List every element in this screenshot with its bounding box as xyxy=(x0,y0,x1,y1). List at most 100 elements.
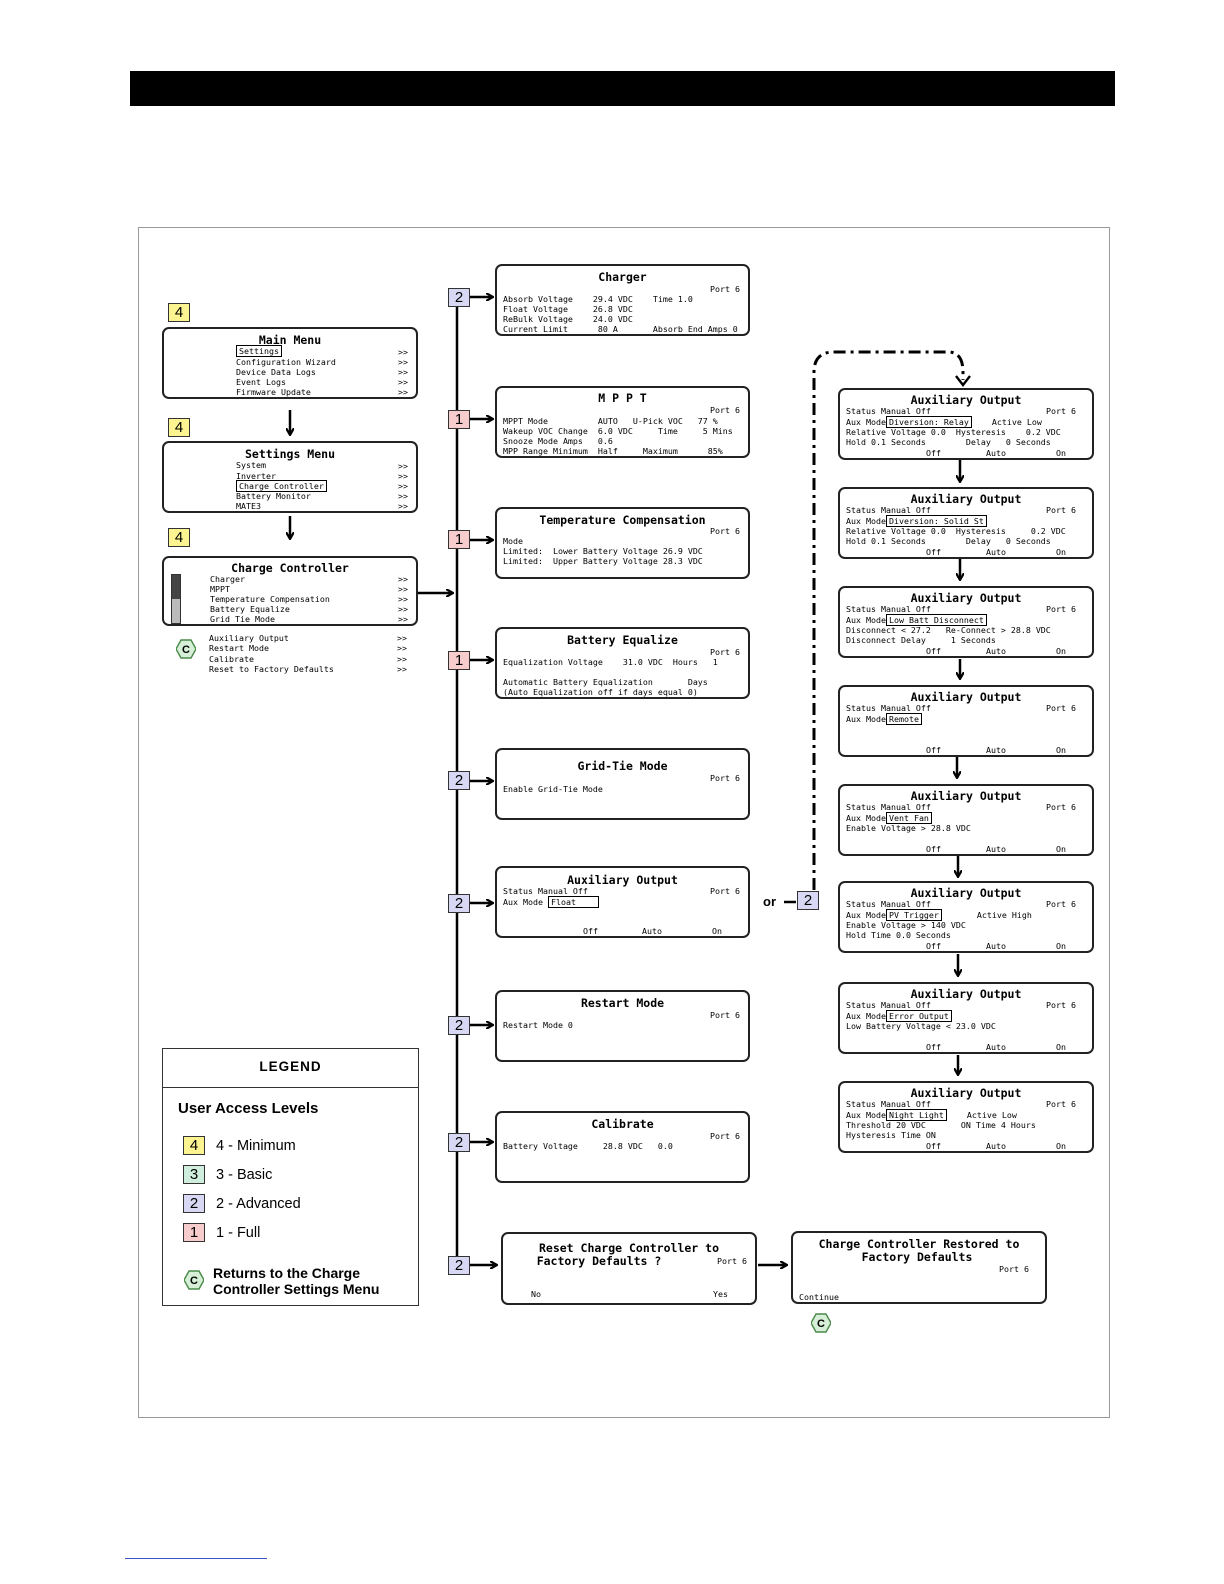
footer-on[interactable]: On xyxy=(1056,1042,1066,1052)
footer-auto[interactable]: Auto xyxy=(986,547,1006,557)
aux-status[interactable]: Status Manual Off xyxy=(846,1099,931,1109)
charger-line[interactable]: Float Voltage 26.8 VDC xyxy=(503,304,633,314)
aux-setting-line[interactable]: Low Battery Voltage < 23.0 VDC xyxy=(846,1021,996,1031)
aux-status[interactable]: Status Manual Off xyxy=(846,505,931,515)
charger-line[interactable]: Absorb Voltage 29.4 VDC Time 1.0 xyxy=(503,294,693,304)
charger-line[interactable]: Current Limit 80 A Absorb End Amps 0 xyxy=(503,324,738,334)
menu-item-reset-factory-defaults[interactable]: Reset to Factory Defaults xyxy=(209,664,334,674)
footer-on[interactable]: On xyxy=(1056,646,1066,656)
footer-on[interactable]: On xyxy=(712,926,722,936)
menu-item-inverter[interactable]: Inverter xyxy=(236,471,276,481)
battery-equalize-line[interactable]: Automatic Battery Equalization Days xyxy=(503,677,708,687)
port-label: Port 6 xyxy=(1046,802,1076,812)
menu-item-charge-controller[interactable]: Charge Controller xyxy=(236,480,327,492)
reset-yes-option[interactable]: Yes xyxy=(713,1289,728,1299)
temp-comp-line[interactable]: Mode xyxy=(503,536,523,546)
aux-setting-line[interactable]: Relative Voltage 0.0 Hysteresis 0.2 VDC xyxy=(846,427,1061,437)
aux-setting-line[interactable]: Hysteresis Time ON xyxy=(846,1130,936,1140)
footer-auto[interactable]: Auto xyxy=(986,1141,1006,1151)
footer-on[interactable]: On xyxy=(1056,547,1066,557)
footer-on[interactable]: On xyxy=(1056,844,1066,854)
aux-status[interactable]: Status Manual Off xyxy=(846,1000,931,1010)
or-label: or xyxy=(763,894,776,909)
footer-off[interactable]: Off xyxy=(926,1042,941,1052)
menu-item-battery-equalize[interactable]: Battery Equalize xyxy=(210,604,290,614)
restart-line[interactable]: Restart Mode 0 xyxy=(503,1020,573,1030)
aux-setting-line[interactable]: Enable Voltage > 140 VDC xyxy=(846,920,966,930)
temp-comp-line[interactable]: Limited: Upper Battery Voltage 28.3 VDC xyxy=(503,556,703,566)
menu-item-grid-tie-mode[interactable]: Grid Tie Mode xyxy=(210,614,275,624)
menu-item-settings[interactable]: Settings xyxy=(236,345,282,357)
menu-item-configuration-wizard[interactable]: Configuration Wizard xyxy=(236,357,336,367)
footer-on[interactable]: On xyxy=(1056,1141,1066,1151)
menu-item-restart-mode[interactable]: Restart Mode xyxy=(209,643,269,653)
footer-auto[interactable]: Auto xyxy=(642,926,662,936)
battery-equalize-line[interactable]: Equalization Voltage 31.0 VDC Hours 1 xyxy=(503,657,718,667)
footer-off[interactable]: Off xyxy=(926,1141,941,1151)
menu-item-device-data-logs[interactable]: Device Data Logs xyxy=(236,367,316,377)
menu-item-system[interactable]: System xyxy=(236,460,266,470)
footer-off[interactable]: Off xyxy=(583,926,598,936)
menu-item-event-logs[interactable]: Event Logs xyxy=(236,377,286,387)
continue-option[interactable]: Continue xyxy=(799,1292,839,1302)
footer-off[interactable]: Off xyxy=(926,941,941,951)
footer-on[interactable]: On xyxy=(1056,448,1066,458)
calibrate-line[interactable]: Battery Voltage 28.8 VDC 0.0 xyxy=(503,1141,673,1151)
temp-comp-line[interactable]: Limited: Lower Battery Voltage 26.9 VDC xyxy=(503,546,703,556)
aux-status[interactable]: Status Manual Off xyxy=(503,886,588,896)
mppt-line[interactable]: Snooze Mode Amps 0.6 xyxy=(503,436,613,446)
aux-status[interactable]: Status Manual Off xyxy=(846,406,931,416)
menu-item-temperature-compensation[interactable]: Temperature Compensation xyxy=(210,594,330,604)
aux-status[interactable]: Status Manual Off xyxy=(846,703,931,713)
footer-auto[interactable]: Auto xyxy=(986,448,1006,458)
menu-item-calibrate[interactable]: Calibrate xyxy=(209,654,254,664)
aux-setting-line[interactable]: Disconnect < 27.2 Re-Connect > 28.8 VDC xyxy=(846,625,1051,635)
menu-item-auxiliary-output[interactable]: Auxiliary Output xyxy=(209,633,289,643)
footer-auto[interactable]: Auto xyxy=(986,941,1006,951)
footer-auto[interactable]: Auto xyxy=(986,1042,1006,1052)
footer-auto[interactable]: Auto xyxy=(986,646,1006,656)
grid-tie-line[interactable]: Enable Grid-Tie Mode xyxy=(503,784,603,794)
menu-item-mate3[interactable]: MATE3 xyxy=(236,501,261,511)
aux-setting-line[interactable]: Disconnect Delay 1 Seconds xyxy=(846,635,996,645)
mppt-line[interactable]: MPPT Mode AUTO U-Pick VOC 77 % xyxy=(503,416,718,426)
menu-item-firmware-update[interactable]: Firmware Update xyxy=(236,387,311,397)
mppt-line[interactable]: MPP Range Minimum Half Maximum 85% xyxy=(503,446,723,456)
aux-status[interactable]: Status Manual Off xyxy=(846,604,931,614)
scrollbar[interactable] xyxy=(171,574,181,624)
aux-setting-line[interactable]: Relative Voltage 0.0 Hysteresis 0.2 VDC xyxy=(846,526,1066,536)
aux-setting-line[interactable]: Hold 0.1 Seconds Delay 0 Seconds xyxy=(846,437,1051,447)
aux-status[interactable]: Status Manual Off xyxy=(846,899,931,909)
charger-line[interactable]: ReBulk Voltage 24.0 VDC xyxy=(503,314,633,324)
footer-on[interactable]: On xyxy=(1056,941,1066,951)
footer-off[interactable]: Off xyxy=(926,646,941,656)
aux-mode-row[interactable]: Aux Mode Float xyxy=(503,896,599,908)
footer-auto[interactable]: Auto xyxy=(986,745,1006,755)
menu-item-mppt[interactable]: MPPT xyxy=(210,584,230,594)
footer-on[interactable]: On xyxy=(1056,745,1066,755)
aux-setting-line[interactable]: Enable Voltage > 28.8 VDC xyxy=(846,823,971,833)
aux-setting-line[interactable]: Hold 0.1 Seconds Delay 0 Seconds xyxy=(846,536,1051,546)
footer-off[interactable]: Off xyxy=(926,547,941,557)
aux-setting-line[interactable]: Hold Time 0.0 Seconds xyxy=(846,930,951,940)
menu-item-charger[interactable]: Charger xyxy=(210,574,245,584)
footer-off[interactable]: Off xyxy=(926,745,941,755)
footer-auto[interactable]: Auto xyxy=(986,844,1006,854)
menu-item-battery-monitor[interactable]: Battery Monitor xyxy=(236,491,311,501)
aux-setting-line[interactable]: Threshold 20 VDC ON Time 4 Hours xyxy=(846,1120,1036,1130)
aux-status[interactable]: Status Manual Off xyxy=(846,802,931,812)
footer-off[interactable]: Off xyxy=(926,448,941,458)
return-c-icon: C xyxy=(176,639,196,659)
reset-no-option[interactable]: No xyxy=(531,1289,541,1299)
mppt-line[interactable]: Wakeup VOC Change 6.0 VDC Time 5 Mins xyxy=(503,426,733,436)
footer-off[interactable]: Off xyxy=(926,844,941,854)
